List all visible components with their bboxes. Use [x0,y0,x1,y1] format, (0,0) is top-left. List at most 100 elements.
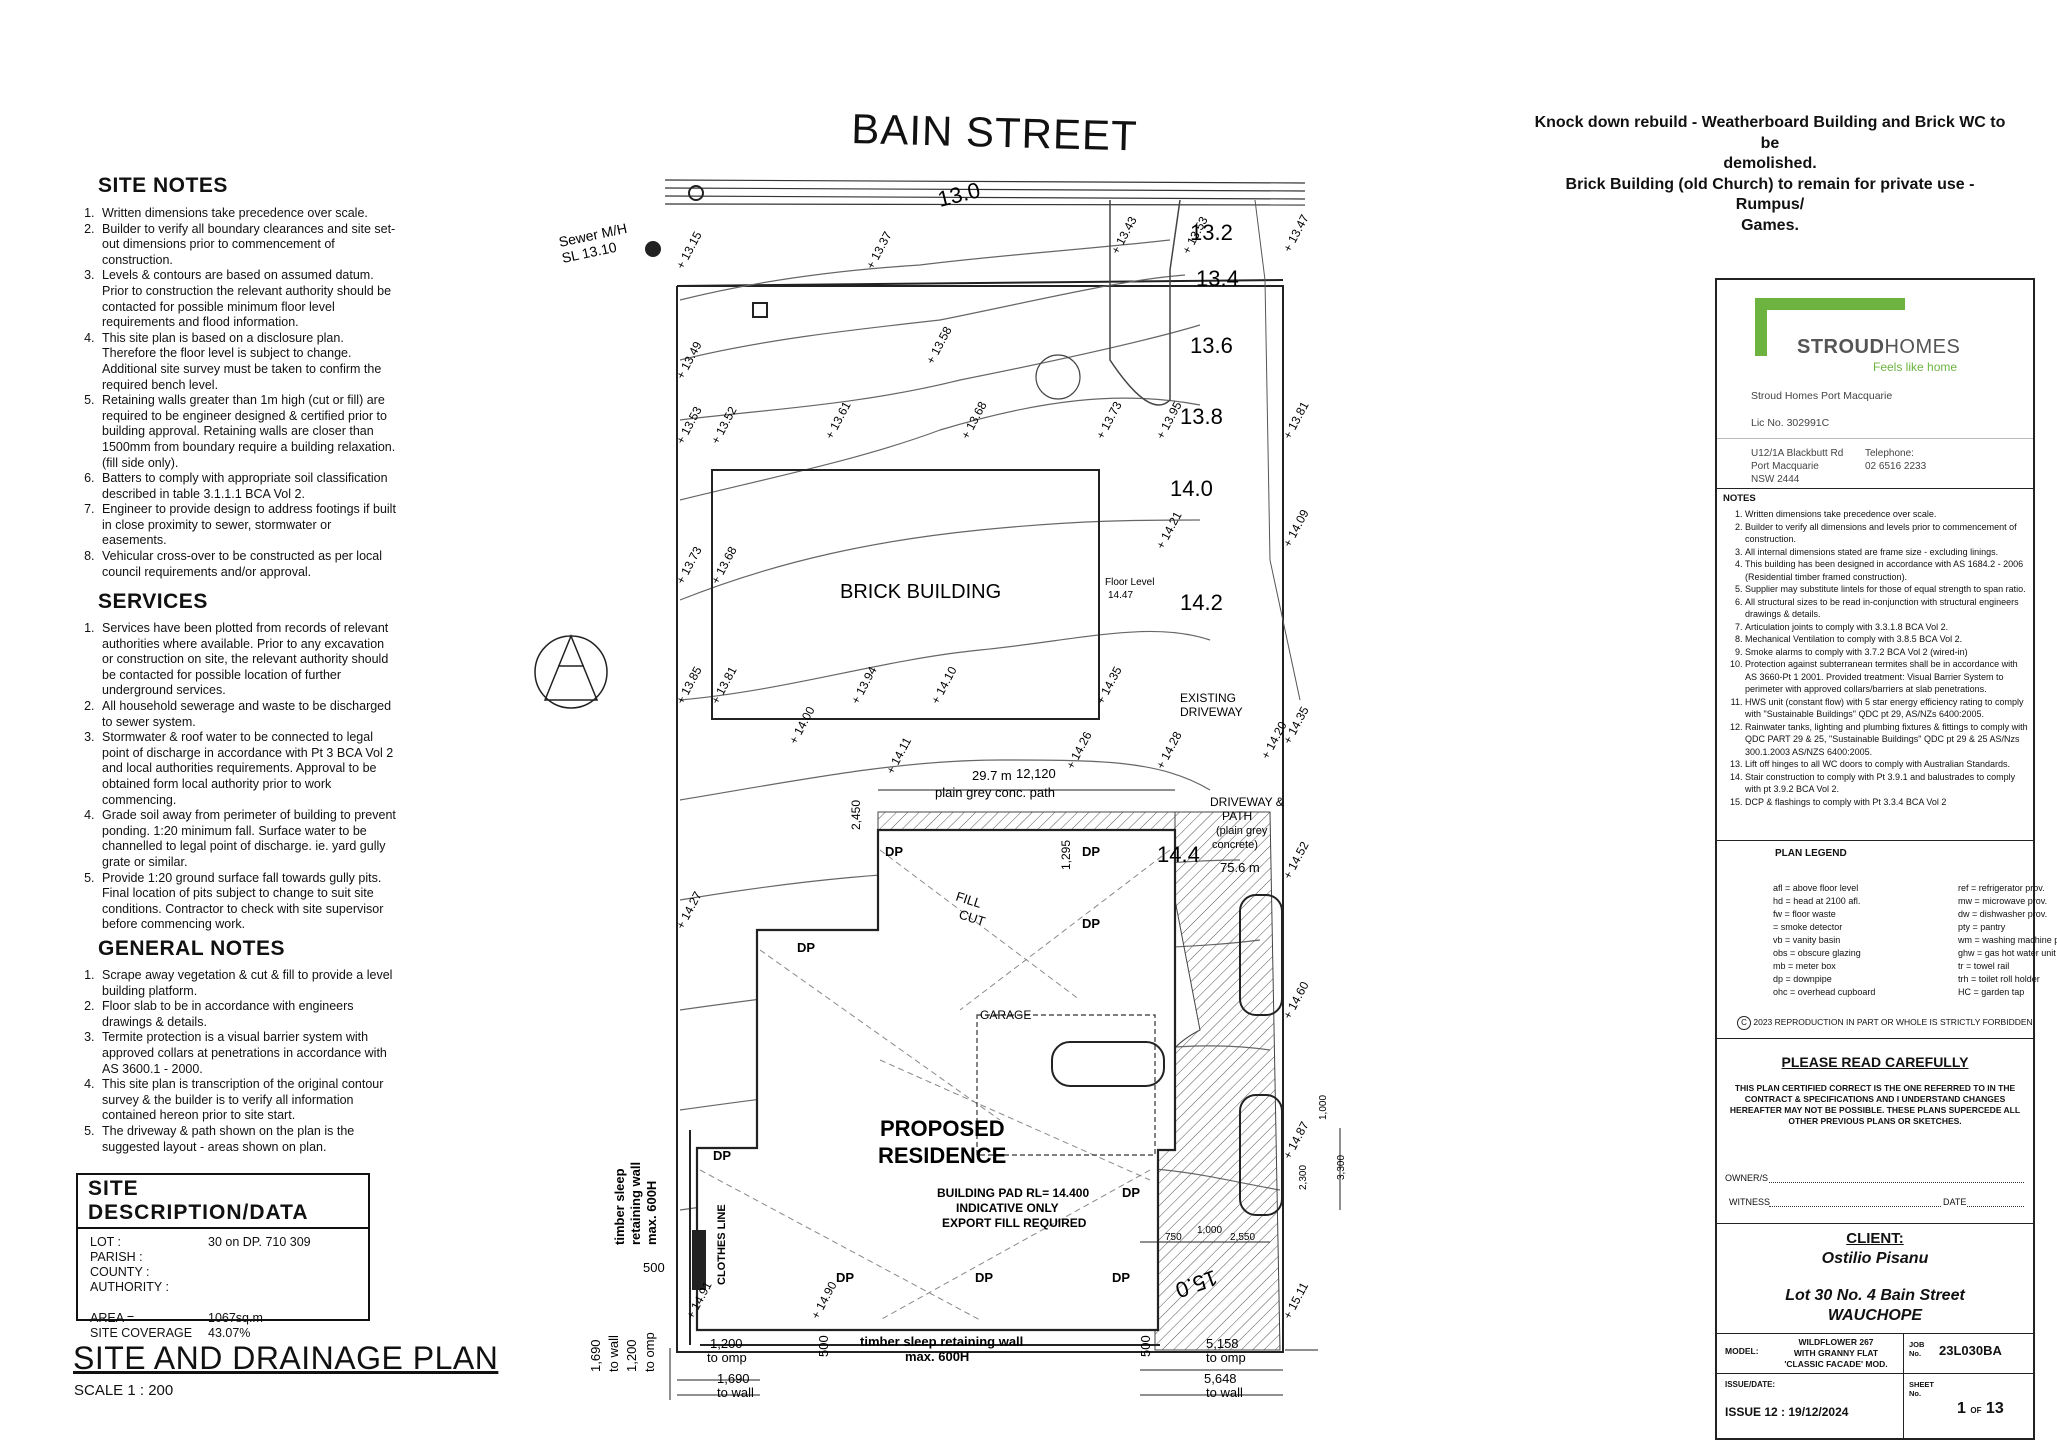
car-icon [1051,894,1283,1216]
legend-item: wm = washing machine prov. [1958,935,2057,945]
demolition-note-line: demolished. [1723,155,1817,172]
plan-scale: SCALE 1 : 200 [74,1382,174,1399]
copyright-icon: C [1737,1016,1751,1030]
coverage-value: 43.07% [208,1326,251,1340]
model-value: WILDFLOWER 267 WITH GRANNY FLAT 'CLASSIC… [1771,1337,1901,1370]
site-plan-drawing: Sewer M/H SL 13.10 13.0 13.2 13.4 13.6 1… [534,177,1347,1400]
dim-1000: 1,000 [1197,1225,1222,1236]
spot-level: + 13.73 [673,544,704,587]
lot-value: 30 on DP. 710 309 [208,1235,311,1249]
title-block-note-item: Lift off hinges to all WC doors to compl… [1745,758,2028,771]
spot-level: + 14.10 [928,664,959,707]
floor-level-label: Floor Level [1105,577,1154,588]
office-telephone: Telephone: 02 6516 2233 [1865,447,1926,473]
model-label: MODEL: [1725,1346,1759,1356]
title-block: STROUDHOMES Feels like home Stroud Homes… [1715,278,2057,1440]
road-kerb-lines [664,179,1306,206]
area-label: AREA = [90,1311,135,1325]
site-note-item: Levels & contours are based on assumed d… [98,268,398,330]
dim-1000: 1,000 [1318,1095,1329,1120]
dim-750: 750 [1165,1232,1182,1243]
dim-1690: 1,690 [588,1339,603,1372]
job-label: JOB No. [1909,1340,1924,1358]
demolition-note: Knock down rebuild - Weatherboard Buildi… [1530,113,2010,236]
owner-signature-line[interactable] [1769,1182,2024,1183]
proposed-residence-label: PROPOSED [880,1116,1005,1141]
model-line: WITH GRANNY FLAT [1793,1348,1879,1358]
dim-1200: 1,200 [710,1336,743,1351]
legend-item: fw = floor waste [1773,909,1836,919]
site-note-item: Engineer to provide design to address fo… [98,502,398,549]
lot-suburb: WAUCHOPE [1827,1307,1923,1324]
garage-label: GARAGE [980,1008,1031,1022]
proposed-residence-outline [695,828,1177,1332]
parish-label: PARISH : [90,1250,143,1264]
lot-address: Lot 30 No. 4 Bain Street [1785,1287,1965,1304]
date-signature-line[interactable] [1967,1206,2024,1207]
legend-item: afl = above floor level [1773,883,1859,893]
legend-item: ghw = gas hot water unit [1958,948,2056,958]
spot-level: + 14.11 [883,735,914,777]
dim-500: 500 [816,1335,831,1357]
site-note-item: Written dimensions take precedence over … [98,206,398,222]
clothes-line-icon [692,1230,706,1290]
floor-level-value: 14.47 [1108,590,1133,601]
sheet-label-line: SHEET [1909,1380,1935,1389]
legend-item: dp = downpipe [1773,974,1832,984]
existing-driveway-label: EXISTING [1180,691,1236,705]
dim-2550: 2,550 [1230,1232,1255,1243]
downpipe-label: DP [885,844,903,859]
dim-5158: 5,158 [1206,1336,1239,1351]
legend-item: hd = head at 2100 afl. [1773,896,1861,906]
site-note-item: Vehicular cross-over to be constructed a… [98,549,398,580]
building-pad-label: BUILDING PAD RL= 14.400 [937,1186,1089,1200]
brick-building-label: BRICK BUILDING [840,581,1001,603]
brand-light: HOMES [1884,336,1961,358]
certification-text: THIS PLAN CERTIFIED CORRECT IS THE ONE R… [1717,1083,2033,1127]
office-name: Stroud Homes Port Macquarie [1751,390,1893,402]
legend-item: = smoke detector [1773,922,1843,932]
job-label-line: JOB [1909,1340,1925,1349]
existing-driveway-label: DRIVEWAY [1180,705,1243,719]
area-value: 1067sq.m [208,1311,263,1325]
general-note-item: Scrape away vegetation & cut & fill to p… [98,968,398,999]
contour-label: 14.4 [1157,842,1200,867]
stroud-homes-logo: STROUDHOMES Feels like home [1755,298,1995,374]
spot-level: + 13.43 [1108,214,1139,257]
legend-item: vb = vanity basin [1773,935,1841,945]
spot-level: + 14.28 [1153,729,1184,772]
title-block-notes-heading: NOTES [1723,493,1756,504]
site-description-heading: SITE DESCRIPTION/DATA [78,1175,368,1229]
legend-item: tr = towel rail [1958,961,2010,971]
title-block-note-item: This building has been designed in accor… [1745,558,2028,583]
sheet-number: 1 OF 13 [1957,1400,2004,1418]
general-note-item: Floor slab to be in accordance with engi… [98,999,398,1030]
certification-line: HEREAFTER MAY NOT BE POSSIBLE. THESE PLA… [1729,1105,2021,1115]
pit-icon [752,302,768,318]
retaining-wall-label: max. 600H [905,1349,969,1364]
spot-level: + 14.26 [1063,729,1094,772]
legend-item: pty = pantry [1958,922,2006,932]
dim-500: 500 [1138,1335,1153,1357]
county-label: COUNTY : [90,1265,150,1279]
plan-legend: afl = above floor level hd = head at 2100… [1773,882,2057,999]
services-list: Services have been plotted from records … [74,621,398,933]
owner-label: OWNER/S [1725,1173,1769,1183]
dim-500: 500 [643,1260,665,1275]
title-block-note-item: Supplier may substitute lintels for thos… [1745,583,2028,596]
job-number: 23L030BA [1939,1343,2002,1358]
brick-building-outline [711,469,1100,720]
sheet-label: SHEET No. [1909,1380,1934,1398]
authority-label: AUTHORITY : [90,1280,169,1294]
spot-level: + 13.58 [923,324,954,367]
downpipe-label: DP [797,940,815,955]
title-block-note-item: Articulation joints to comply with 3.3.1… [1745,621,2028,634]
office-address: U12/1A Blackbutt Rd Port Macquarie NSW 2… [1751,447,1843,486]
spot-level: + 13.81 [1280,399,1311,442]
witness-signature-line[interactable] [1769,1206,1941,1207]
address-line: NSW 2444 [1751,474,1800,485]
driveway-area: 75.6 m [1220,860,1260,875]
site-notes-list: Written dimensions take precedence over … [74,206,398,580]
site-note-item: Batters to comply with appropriate soil … [98,471,398,502]
brand-tagline: Feels like home [1873,360,1958,374]
